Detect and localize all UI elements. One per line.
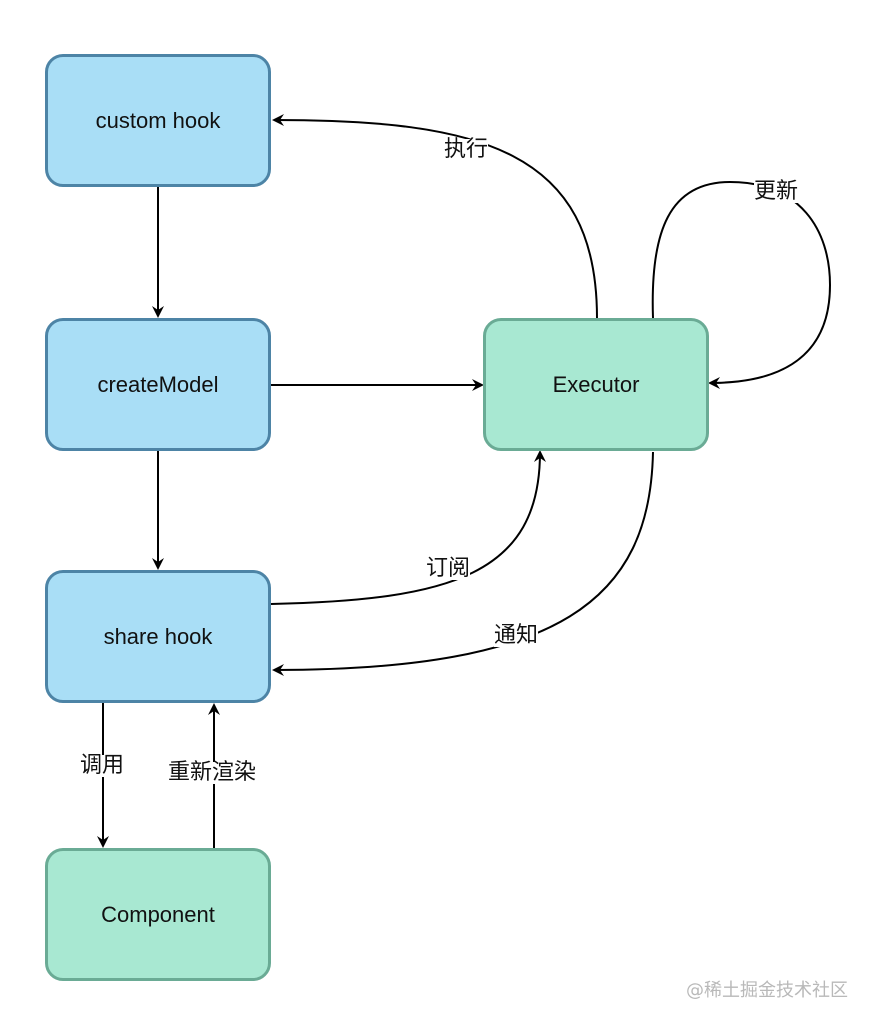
node-share-hook-label: share hook	[103, 623, 213, 649]
edge-sharehook-to-executor	[270, 450, 546, 605]
node-share-hook: share hook	[45, 570, 271, 703]
node-executor-label: Executor	[552, 371, 640, 397]
edge-label-notify: 通知	[494, 623, 539, 648]
node-custom-hook-label: custom hook	[95, 107, 221, 133]
node-component-label: Component	[101, 901, 215, 927]
edge-executor-to-customhook	[272, 114, 598, 319]
edge-label-update: 更新	[754, 179, 799, 204]
edge-label-execute: 执行	[444, 137, 489, 162]
node-component: Component	[45, 848, 271, 981]
edge-label-call: 调用	[80, 753, 125, 778]
edge-label-subscribe: 订阅	[426, 556, 471, 581]
node-executor: Executor	[483, 318, 709, 451]
node-create-model-label: createModel	[97, 371, 219, 397]
edge-label-rerender: 重新渲染	[168, 760, 257, 785]
node-create-model: createModel	[45, 318, 271, 451]
edge-executor-self-update	[651, 180, 832, 389]
node-custom-hook: custom hook	[45, 54, 271, 187]
edge-executor-to-sharehook	[272, 451, 654, 676]
watermark: @稀土掘金技术社区	[686, 980, 848, 1001]
